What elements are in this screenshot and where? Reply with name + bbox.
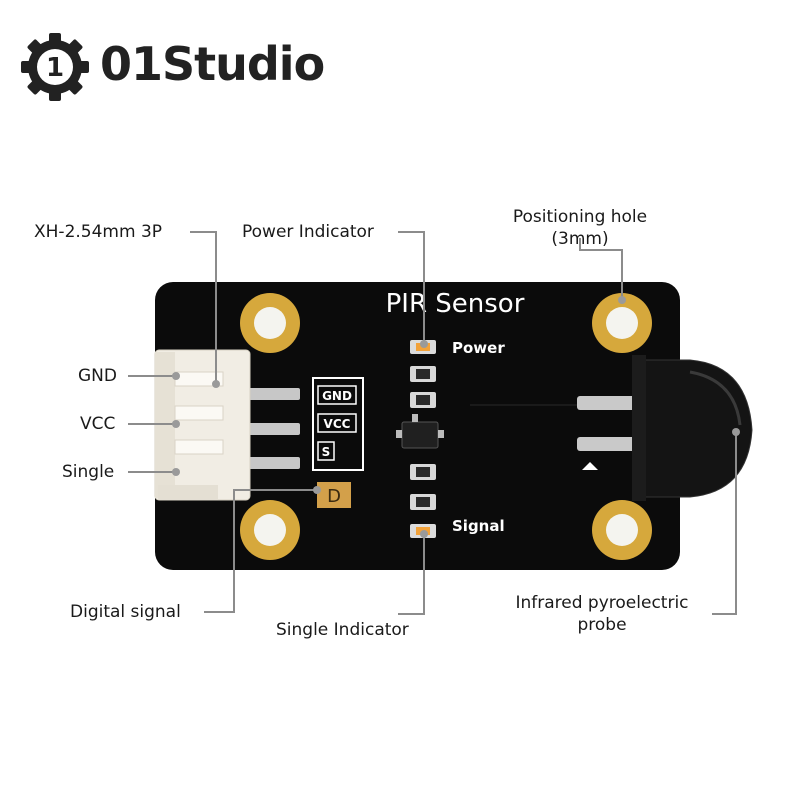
power-silk-label: Power bbox=[452, 339, 505, 357]
signal-silk-label: Signal bbox=[452, 517, 505, 535]
pin-label-vcc: VCC bbox=[324, 417, 351, 431]
logo-digit: 1 bbox=[46, 53, 64, 83]
callout-hole-line1: Positioning hole bbox=[512, 207, 648, 227]
pin-label-s: S bbox=[322, 445, 331, 459]
callout-vcc: VCC bbox=[80, 414, 116, 434]
pir-probe bbox=[632, 355, 753, 501]
callout-hole-line2: (3mm) bbox=[551, 229, 609, 249]
callout-connector: XH-2.54mm 3P bbox=[34, 222, 163, 242]
brand-name: 01Studio bbox=[100, 37, 325, 91]
pin-label-box bbox=[312, 377, 364, 471]
mounting-hole-bottom-right bbox=[592, 500, 652, 560]
callout-power-indicator: Power Indicator bbox=[242, 222, 374, 242]
mounting-hole-top-left bbox=[240, 293, 300, 353]
board-title: PIR Sensor bbox=[386, 289, 525, 319]
gear-logo-icon: 1 bbox=[21, 33, 89, 101]
smd-components bbox=[396, 340, 444, 538]
callout-positioning-hole: Positioning hole (3mm) bbox=[460, 206, 700, 250]
svg-text:D: D bbox=[327, 486, 341, 507]
callout-probe-line1: Infrared pyroelectric bbox=[515, 593, 689, 613]
pin-label-gnd: GND bbox=[322, 389, 352, 403]
callout-single: Single bbox=[62, 462, 115, 482]
mounting-hole-bottom-left bbox=[240, 500, 300, 560]
header-pins bbox=[245, 388, 300, 469]
callout-single-indicator: Single Indicator bbox=[276, 620, 409, 640]
xh-connector bbox=[154, 349, 251, 501]
leader-lines bbox=[128, 231, 737, 615]
mounting-hole-top-right bbox=[592, 293, 652, 353]
probe-leads bbox=[577, 396, 639, 451]
digital-pad bbox=[317, 482, 351, 508]
callout-probe: Infrared pyroelectric probe bbox=[492, 592, 712, 636]
callout-gnd: GND bbox=[78, 366, 117, 386]
callout-probe-line2: probe bbox=[577, 615, 627, 635]
callout-digital-signal: Digital signal bbox=[70, 602, 181, 622]
